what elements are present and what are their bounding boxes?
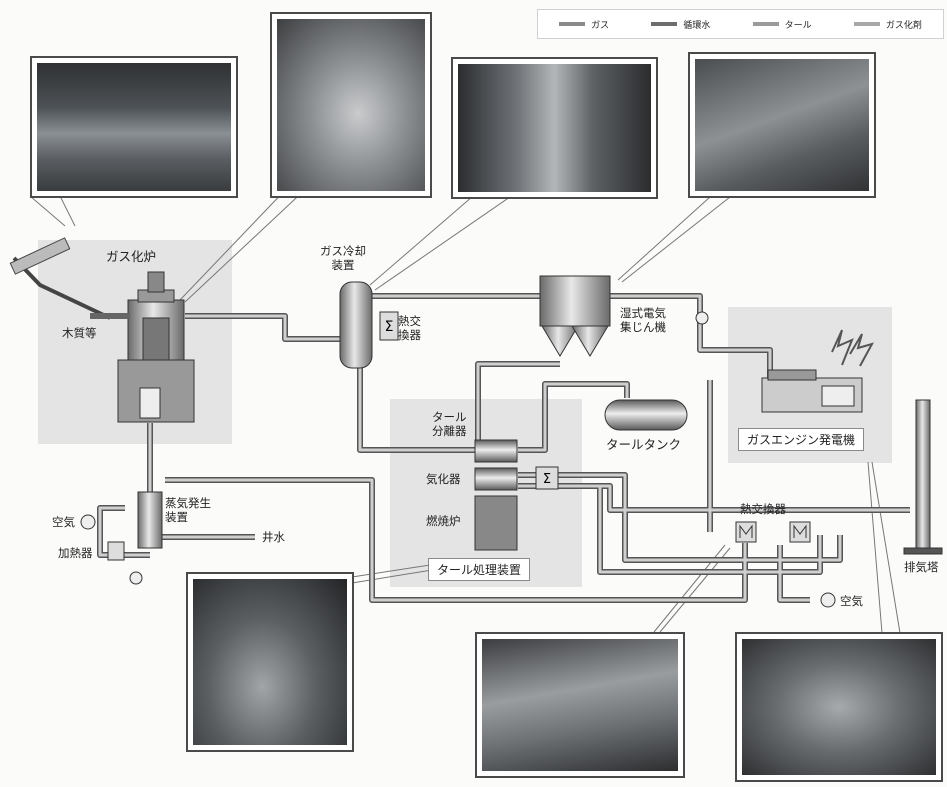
label-gasifier: ガス化炉 [106,250,156,264]
label-air-left: 空気 [52,515,75,529]
photo-crane [30,56,238,198]
label-combustor: 燃焼炉 [426,514,461,528]
label-well-water: 井水 [262,530,285,544]
label-vaporizer: 気化器 [426,472,461,486]
label-tar-tank: タールタンク [606,438,681,452]
photo-gasifier [270,12,432,198]
heat-exchanger-units [736,522,810,542]
tar-units: Σ [475,440,558,550]
label-humidifier: 加熱器 [58,546,93,560]
photo-gas-cooler [451,57,658,199]
tar-tank-vessel [605,400,687,430]
gas-engine-generator [762,330,872,412]
label-steam-generator: 蒸気発生 装置 [165,496,211,524]
gasifier-vessel [90,272,194,422]
photo-esp [688,52,876,198]
exhaust-tower [904,400,942,554]
svg-text:Σ: Σ [543,472,551,487]
label-wood-chips: 木質等 [62,326,97,340]
label-gas-cooler: ガス冷却 装置 [320,244,366,272]
photo-steam-generator [186,572,354,752]
label-gas-engine: ガスエンジン発電機 [738,428,864,451]
label-exhaust-tower: 排気塔 [904,560,939,574]
label-tar-treatment: タール処理装置 [428,558,530,581]
photo-gas-engine [735,632,943,782]
label-air-bottom: 空気 [840,594,863,608]
label-heat-exchanger-small: 熱交 換器 [398,314,421,342]
label-wet-esp: 湿式電気 集じん機 [620,306,666,334]
feed-conveyor [10,238,110,318]
photo-heat-exchanger [475,632,685,778]
svg-text:Σ: Σ [385,319,394,335]
label-tar-separator: タール 分離器 [432,410,467,438]
label-heat-exchangers: 熱交換器 [740,502,786,516]
